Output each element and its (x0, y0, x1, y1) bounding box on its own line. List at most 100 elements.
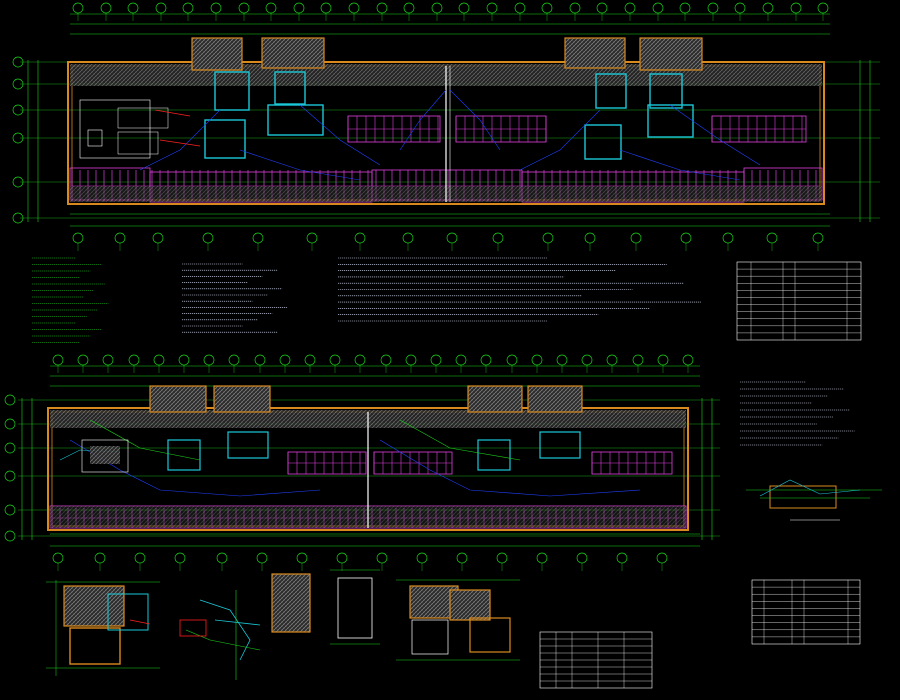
axis-bubble (376, 552, 388, 564)
axis-bubble (174, 552, 186, 564)
axis-bubble (679, 2, 691, 14)
bottom-plan-axis-bubbles-bottom (52, 552, 668, 571)
axis-bubble (329, 354, 341, 366)
axis-bubble (817, 2, 829, 14)
axis-bubble (431, 2, 443, 14)
axis-bubble (238, 2, 250, 14)
axis-bubble (127, 2, 139, 14)
axis-bubble (134, 552, 146, 564)
top-plan-magenta-rooms (347, 115, 807, 143)
top-plan-electrical-panel (79, 99, 201, 159)
top-floor-plan (12, 2, 880, 251)
bottom-plan-dimension-top (50, 365, 700, 387)
top-plan-stair-cores (191, 37, 703, 71)
bottom-plan-axis-bubbles-top (52, 354, 694, 373)
axis-bubble (656, 552, 668, 564)
axis-bubble (542, 232, 554, 244)
bottom-plan-panel (81, 439, 129, 473)
schedule-table (539, 631, 653, 689)
axis-bubble (4, 530, 16, 542)
axis-bubble (380, 354, 392, 366)
axis-bubble (4, 504, 16, 516)
bottom-plan-stair-cores (149, 385, 583, 413)
axis-bubble (722, 232, 734, 244)
axis-bubble (458, 2, 470, 14)
bottom-plan-dimension-left (21, 398, 713, 540)
top-plan-axis-bubbles-bottom (72, 232, 824, 251)
bottom-plan-cyan-rooms (167, 431, 581, 471)
axis-bubble (265, 2, 277, 14)
axis-bubble (52, 354, 64, 366)
axis-bubble (480, 354, 492, 366)
axis-bubble (94, 552, 106, 564)
axis-bubble (734, 2, 746, 14)
right-side-notes (740, 381, 855, 446)
axis-bubble (100, 2, 112, 14)
detail-plan-3 (271, 569, 380, 645)
bottom-floor-plan (4, 354, 720, 571)
bottom-plan-outer-wall (47, 407, 689, 531)
axis-bubble (766, 232, 778, 244)
general-notes-right (338, 257, 701, 322)
axis-bubble (630, 232, 642, 244)
axis-bubble (790, 2, 802, 14)
axis-bubble (556, 354, 568, 366)
general-notes-left (32, 257, 109, 343)
axis-bubble (707, 2, 719, 14)
axis-bubble (178, 354, 190, 366)
axis-bubble (72, 232, 84, 244)
axis-bubble (403, 2, 415, 14)
axis-bubble (456, 552, 468, 564)
axis-bubble (4, 418, 16, 430)
legend-table-bottom (751, 579, 861, 645)
axis-bubble (416, 552, 428, 564)
axis-bubble (72, 2, 84, 14)
axis-bubble (541, 2, 553, 14)
axis-bubble (114, 232, 126, 244)
axis-bubble (812, 232, 824, 244)
axis-bubble (455, 354, 467, 366)
detail-plan-2 (179, 590, 261, 680)
axis-bubble (252, 232, 264, 244)
axis-bubble (182, 2, 194, 14)
axis-bubble (102, 354, 114, 366)
axis-bubble (336, 552, 348, 564)
bottom-plan-magenta-rooms (287, 451, 673, 475)
axis-bubble (606, 354, 618, 366)
axis-bubble (203, 354, 215, 366)
axis-bubble (514, 2, 526, 14)
general-notes-middle (182, 263, 288, 333)
top-plan-blue-wiring (139, 89, 761, 181)
axis-bubble (576, 552, 588, 564)
axis-bubble (254, 354, 266, 366)
axis-bubble (496, 552, 508, 564)
axis-bubble (632, 354, 644, 366)
axis-bubble (153, 354, 165, 366)
axis-bubble (293, 2, 305, 14)
axis-bubble (405, 354, 417, 366)
axis-bubble (4, 442, 16, 454)
axis-bubble (680, 232, 692, 244)
axis-bubble (486, 2, 498, 14)
axis-bubble (531, 354, 543, 366)
detail-plan-1 (46, 580, 160, 676)
top-plan-outer-wall (67, 61, 825, 205)
top-plan-dimension-bottom (70, 213, 830, 227)
axis-bubble (506, 354, 518, 366)
detail-plan-4 (396, 579, 520, 661)
axis-bubble (430, 354, 442, 366)
axis-bubble (152, 232, 164, 244)
top-plan-axis-bubbles-top (72, 2, 829, 21)
axis-bubble (492, 232, 504, 244)
axis-bubble (228, 354, 240, 366)
axis-bubble (569, 2, 581, 14)
axis-bubble (256, 552, 268, 564)
axis-bubble (202, 232, 214, 244)
axis-bubble (376, 2, 388, 14)
axis-bubble (624, 2, 636, 14)
axis-bubble (348, 2, 360, 14)
axis-bubble (4, 470, 16, 482)
axis-bubble (216, 552, 228, 564)
axis-bubble (402, 232, 414, 244)
